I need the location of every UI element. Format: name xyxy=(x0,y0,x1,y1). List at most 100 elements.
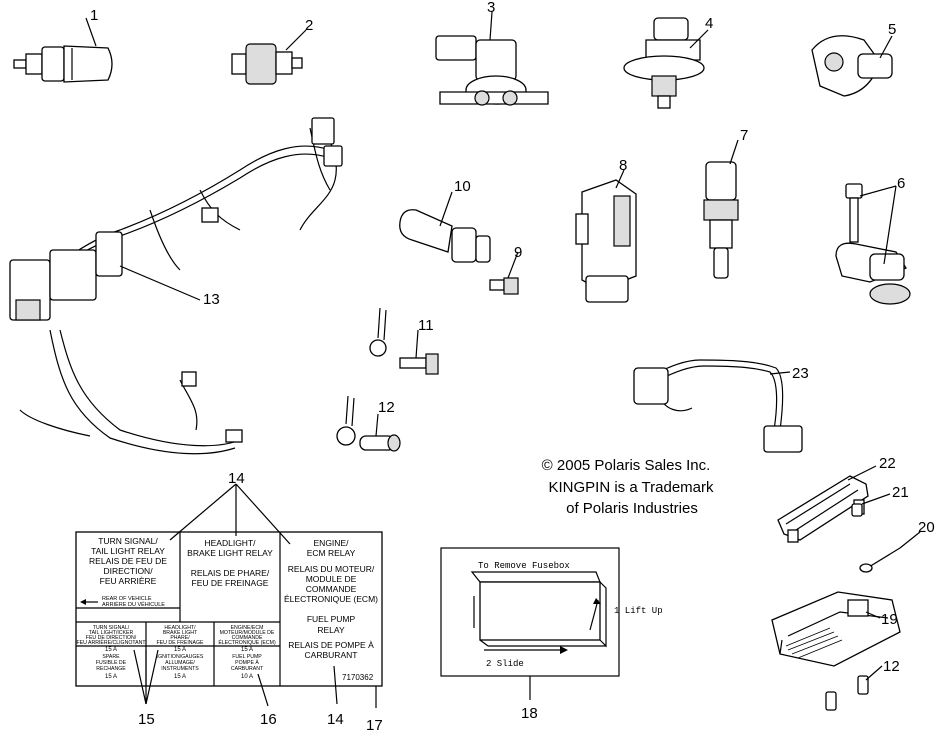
callout-12-bottom: 12 xyxy=(883,658,900,675)
callout-1: 1 xyxy=(90,7,98,24)
head-fr-line-2: FEU DE FREINAGE xyxy=(192,578,269,588)
fuse-fp-3: CARBURANT xyxy=(231,666,264,672)
part-11-ring-terminal-screw: 11 xyxy=(369,307,439,375)
label-rear-of-vehicle: REAR OF VEHICLE ARRIÈRE DU VÉHICULE xyxy=(80,596,165,608)
part-10-crankshaft-sensor: 10 xyxy=(399,178,491,263)
callout-21: 21 xyxy=(892,484,909,501)
fuse-spare-3: RECHANGE xyxy=(96,666,126,672)
head-fr-line-1: RELAIS DE PHARE/ xyxy=(191,568,270,578)
head-line-2: BRAKE LIGHT RELAY xyxy=(187,548,273,558)
fuse-turn-1: TURN SIGNAL/ xyxy=(93,625,130,631)
fuse-spare-2: FUSIBLE DE xyxy=(96,660,127,666)
part-3-solenoid: 3 xyxy=(435,0,549,106)
removal-step-2: 2 Slide xyxy=(486,659,524,669)
callout-17: 17 xyxy=(366,717,383,731)
label-fuse-turn-signal: TURN SIGNAL/ TAIL LIGHT/ICKER FEU DE DIR… xyxy=(76,625,146,646)
part-2-oil-pressure-switch: 2 xyxy=(231,17,313,85)
part-12-ring-terminal-spacer: 12 xyxy=(336,395,401,452)
part-19-fusebox-housing: 19 xyxy=(771,591,901,667)
part-6-sensor-and-bolt: 6 xyxy=(835,175,911,305)
copyright-line-1: © 2005 Polaris Sales Inc. xyxy=(542,457,711,474)
callout-22: 22 xyxy=(879,455,896,472)
part-8-sensor: 8 xyxy=(575,157,637,303)
fuse-engine-amp: 15 A xyxy=(241,647,253,653)
callout-5: 5 xyxy=(888,21,896,38)
fuse-head-amp: 15 A xyxy=(174,647,186,653)
housing-ribs xyxy=(785,627,843,659)
label-fuse-ignition: IGNITION/GAUGES ALLUMAGE/ INSTRUMENTS 15… xyxy=(157,654,204,680)
head-line-1: HEADLIGHT/ xyxy=(204,538,256,548)
part-22-fusebox-cover: 22 xyxy=(777,455,896,543)
callout-4: 4 xyxy=(705,15,713,32)
engine-fr-line-1: RELAIS DU MOTEUR/ xyxy=(288,564,375,574)
label-engine-relay: ENGINE/ ECM RELAY RELAIS DU MOTEUR/ MODU… xyxy=(284,538,378,604)
callout-7: 7 xyxy=(740,127,748,144)
engine-line-2: ECM RELAY xyxy=(307,548,356,558)
callout-2: 2 xyxy=(305,17,313,34)
turn-line-1: TURN SIGNAL/ xyxy=(98,536,158,546)
label-part-number: 7170362 xyxy=(342,673,374,682)
copyright-notice: © 2005 Polaris Sales Inc. KINGPIN is a T… xyxy=(542,457,714,517)
fuse-ign-1: IGNITION/GAUGES xyxy=(157,654,204,660)
fuse-turn-3: FEU DE DIRECTION/ xyxy=(86,635,137,641)
callout-9: 9 xyxy=(514,244,522,261)
fuse-turn-4: FEU ARRIÈRE/CLIGNOTANT xyxy=(76,639,146,646)
part-1-pressure-switch: 1 xyxy=(13,7,113,83)
fuse-ign-3: INSTRUMENTS xyxy=(161,666,199,672)
callout-15-leaders: 15 xyxy=(133,649,159,728)
callout-14-bottom-leader: 14 xyxy=(327,665,344,728)
label-fuse-spare: SPARE FUSIBLE DE RECHANGE 15 A xyxy=(96,654,127,680)
callout-11: 11 xyxy=(418,317,434,334)
callout-13: 13 xyxy=(203,291,220,308)
callout-16-leader: 16 xyxy=(257,673,277,728)
fuse-engine-4: ÉLECTRONIQUE (ECM) xyxy=(218,639,276,646)
part-4-sensor: 4 xyxy=(623,15,713,109)
part-21-screw: 21 xyxy=(851,484,909,517)
engine-fr-line-2: MODULE DE xyxy=(306,574,357,584)
part-18-fusebox-removal-card: To Remove Fusebox 1 Lift Up 2 Slide 18 xyxy=(440,547,663,722)
part-23-sensor-harness: 23 xyxy=(633,359,809,453)
callout-14-bottom: 14 xyxy=(327,711,344,728)
rear-line-1: REAR OF VEHICLE xyxy=(102,596,152,602)
part-20-pin: 20 xyxy=(859,519,935,573)
part-13-wiring-harness: 13 xyxy=(9,117,343,455)
label-fuse-engine: ENGINE/ECM MOTEUR/MODULE DE COMMANDE ÉLE… xyxy=(218,625,276,646)
fuse-fp-1: FUEL PUMP xyxy=(232,654,262,660)
fuse-engine-3: COMMANDE xyxy=(232,635,263,641)
fuse-ign-2: ALLUMAGE/ xyxy=(165,660,195,666)
copyright-line-2: KINGPIN is a Trademark xyxy=(548,479,714,496)
turn-line-2: TAIL LIGHT RELAY xyxy=(91,546,165,556)
callout-8: 8 xyxy=(619,157,627,174)
part-7-temperature-sensor: 7 xyxy=(703,127,748,279)
fuse-turn-2: TAIL LIGHT/ICKER xyxy=(89,630,134,636)
callout-19: 19 xyxy=(881,611,898,628)
callout-16: 16 xyxy=(260,711,277,728)
fpr-fr-line-1: RELAIS DE POMPE À xyxy=(288,640,374,650)
fuse-fp-2: POMPE À xyxy=(235,659,259,666)
engine-fr-line-3: COMMANDE xyxy=(306,584,357,594)
rear-line-2: ARRIÈRE DU VÉHICULE xyxy=(102,601,165,608)
fuse-ign-amp: 15 A xyxy=(174,674,186,680)
copyright-line-3: of Polaris Industries xyxy=(566,500,698,517)
fpr-line-1: FUEL PUMP xyxy=(307,614,356,624)
label-fuse-fuel-pump: FUEL PUMP POMPE À CARBURANT 10 A xyxy=(231,654,264,680)
callout-3: 3 xyxy=(487,0,495,16)
fuse-engine-1: ENGINE/ECM xyxy=(231,625,264,631)
callout-15: 15 xyxy=(138,711,155,728)
callout-23: 23 xyxy=(792,365,809,382)
label-headlight-relay: HEADLIGHT/ BRAKE LIGHT RELAY RELAIS DE P… xyxy=(187,538,273,588)
fuse-head-1: HEADLIGHT/ xyxy=(164,625,196,631)
label-turn-signal-relay: TURN SIGNAL/ TAIL LIGHT RELAY RELAIS DE … xyxy=(89,536,167,586)
part-9-bolt: 9 xyxy=(489,244,522,295)
label-fuel-pump-relay: FUEL PUMP RELAY RELAIS DE POMPE À CARBUR… xyxy=(288,614,374,660)
fpr-line-2: RELAY xyxy=(317,625,345,635)
callout-10: 10 xyxy=(454,178,471,195)
fuse-turn-amp: 15 A xyxy=(105,647,117,653)
removal-title: To Remove Fusebox xyxy=(478,561,570,571)
fusebox-label: TURN SIGNAL/ TAIL LIGHT RELAY RELAIS DE … xyxy=(75,531,383,687)
turn-line-3: RELAIS DE FEU DE xyxy=(89,556,167,566)
fuse-spare-1: SPARE xyxy=(102,654,120,660)
fuse-spare-amp: 15 A xyxy=(105,674,117,680)
